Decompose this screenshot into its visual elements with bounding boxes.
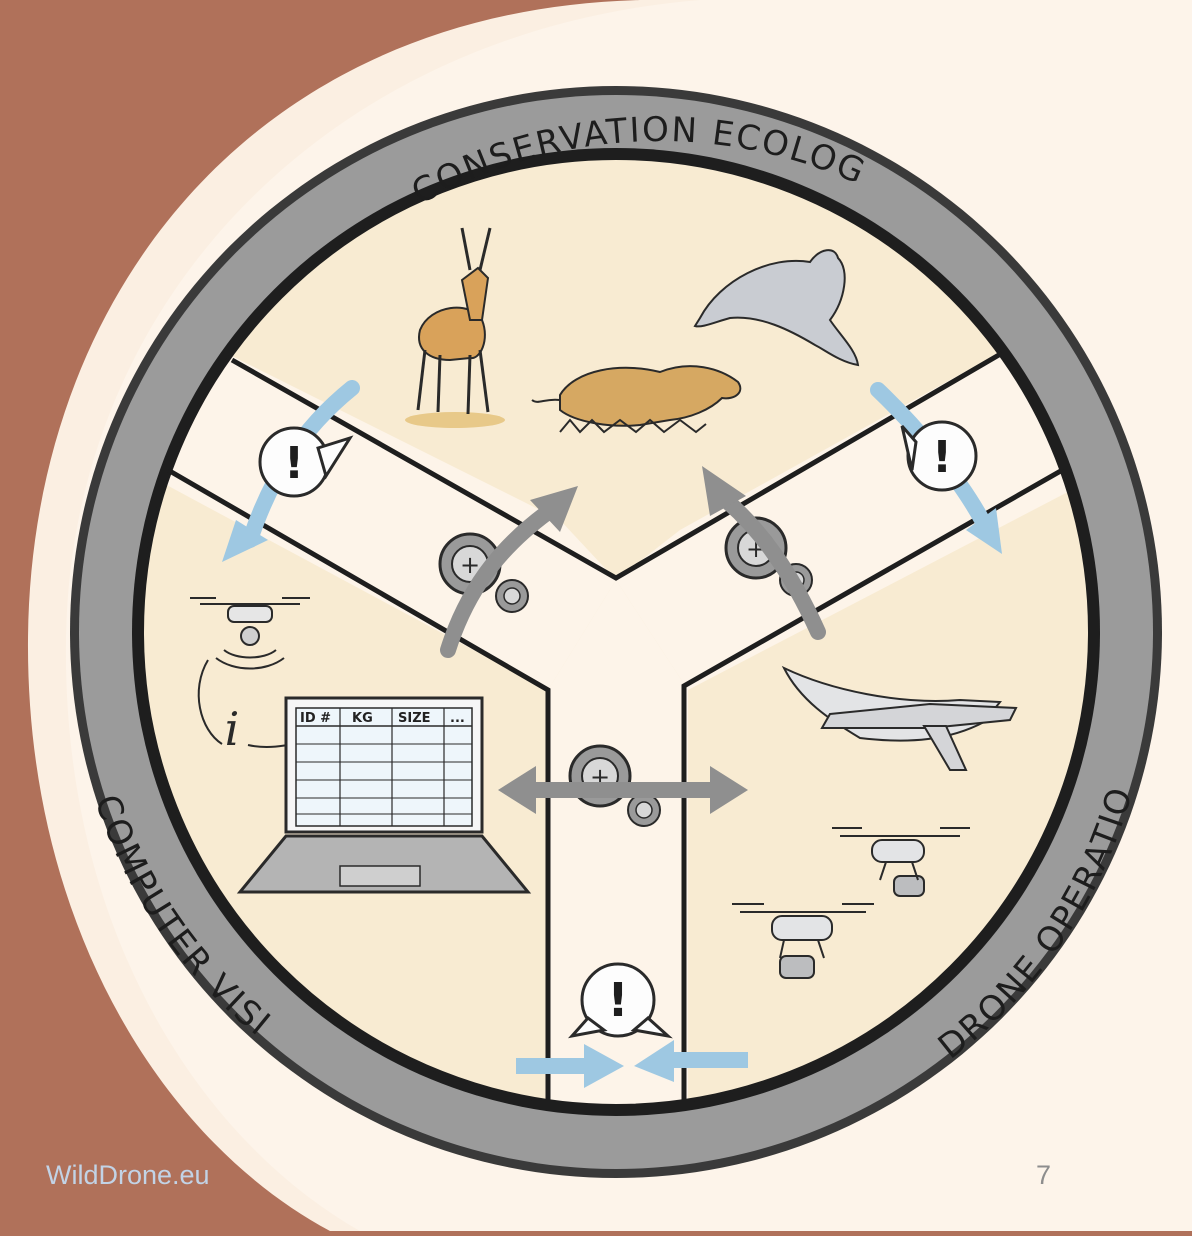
svg-text:ID #: ID # [300, 711, 331, 726]
svg-text:!: ! [284, 438, 304, 489]
svg-text:i: i [225, 702, 240, 756]
svg-text:...: ... [450, 711, 465, 726]
footer-site: WildDrone.eu [46, 1160, 210, 1191]
svg-text:KG: KG [352, 711, 373, 726]
svg-text:!: ! [608, 973, 629, 1027]
page-number: 7 [1036, 1160, 1051, 1191]
svg-text:SIZE: SIZE [398, 711, 431, 726]
svg-text:!: ! [932, 432, 952, 483]
